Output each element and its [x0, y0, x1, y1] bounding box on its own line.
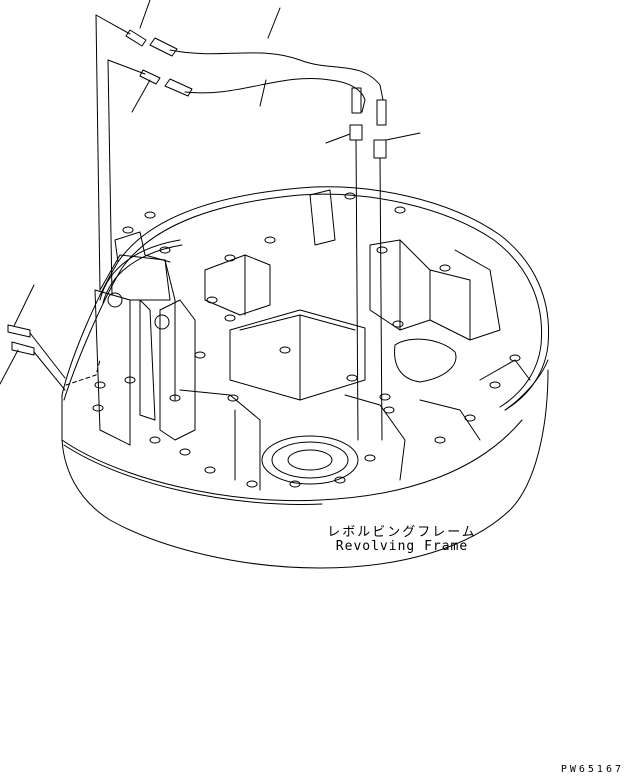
frame-outer-shell: [61, 186, 550, 569]
frame-interior: [65, 189, 531, 491]
leader-lines: [0, 0, 421, 385]
part-label-english: Revolving Frame: [335, 539, 469, 554]
drawing-number: PW65167: [560, 764, 624, 775]
hose-lines: [7, 14, 387, 441]
part-label-japanese: レボルビングフレーム: [327, 525, 477, 540]
frame-bolts: [92, 192, 521, 488]
